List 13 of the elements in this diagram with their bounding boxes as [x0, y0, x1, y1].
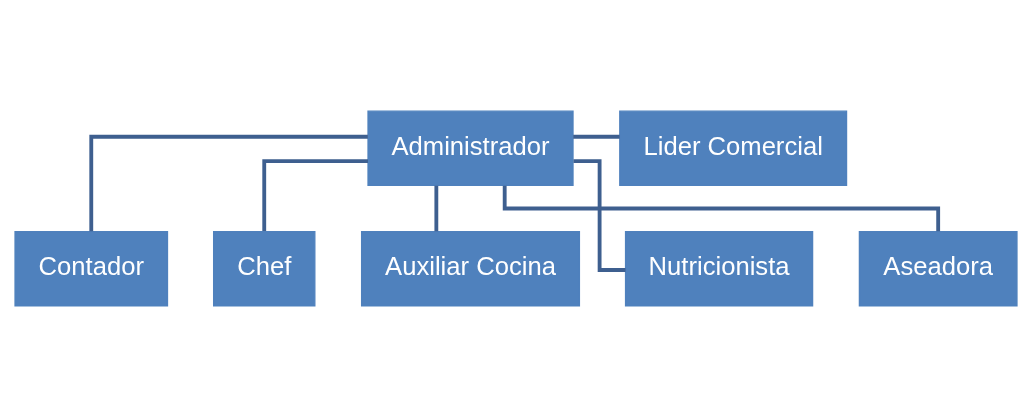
- node-box: Administrador: [367, 110, 574, 186]
- node-box: Contador: [14, 230, 169, 306]
- connector: [573, 134, 620, 139]
- connector: [573, 158, 626, 272]
- node-box: Nutricionista: [624, 230, 814, 306]
- connector: [502, 185, 941, 231]
- node-box: Aseadora: [858, 230, 1018, 306]
- connector: [262, 158, 368, 231]
- node-box: Chef: [213, 230, 316, 306]
- node-box: Lider Comercial: [619, 110, 848, 186]
- node-box: Auxiliar Cocina: [360, 230, 581, 306]
- connector: [89, 134, 368, 231]
- connector: [434, 185, 439, 231]
